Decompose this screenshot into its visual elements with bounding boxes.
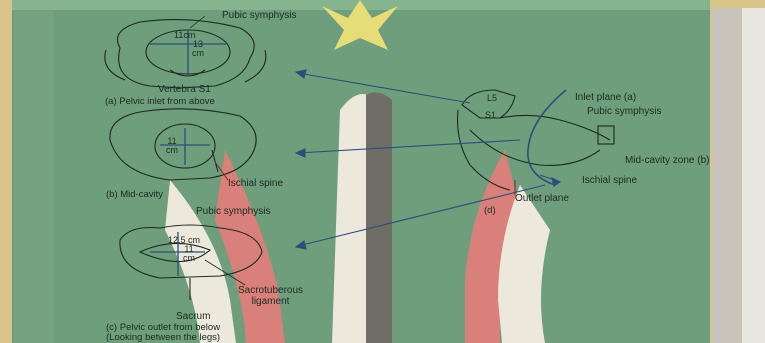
inlet-plane-label: Inlet plane (a) <box>575 93 636 103</box>
center-dark-bar <box>366 92 392 343</box>
right-gray-strip <box>712 8 742 343</box>
pubic-symphysis-a-label: Pubic symphysis <box>222 11 296 21</box>
caption-c: (c) Pelvic outlet from below (Looking be… <box>106 323 220 343</box>
caption-a: (a) Pelvic inlet from above <box>105 97 215 107</box>
l5-label: L5 <box>487 94 497 103</box>
right-white-strip <box>742 8 765 343</box>
pubic-symphysis-d-label: Pubic symphysis <box>587 107 661 117</box>
dim-13cm-a-label: 13 cm <box>192 40 204 59</box>
sacrum-label: Sacrum <box>176 312 210 322</box>
ischial-spine-d-label: Ischial spine <box>582 176 637 186</box>
s1-label: S1 <box>485 111 496 120</box>
outlet-plane-label: Outlet plane <box>515 194 569 204</box>
dim-11cm-b-label: 11 cm <box>166 137 178 156</box>
caption-b: (b) Mid-cavity <box>106 190 163 200</box>
caption-d: (d) <box>484 206 496 216</box>
mid-cavity-zone-label: Mid-cavity zone (b) <box>625 156 709 166</box>
vertebra-s1-label: Vertebra S1 <box>158 85 211 95</box>
left-light-strip <box>14 8 54 343</box>
pubic-symphysis-c-label: Pubic symphysis <box>196 207 270 217</box>
sacrotuberous-ligament-label: Sacrotuberous ligament <box>238 286 303 307</box>
ischial-spine-b-label: Ischial spine <box>228 179 283 189</box>
dim-11cm-c-label: 11 cm <box>183 245 195 264</box>
